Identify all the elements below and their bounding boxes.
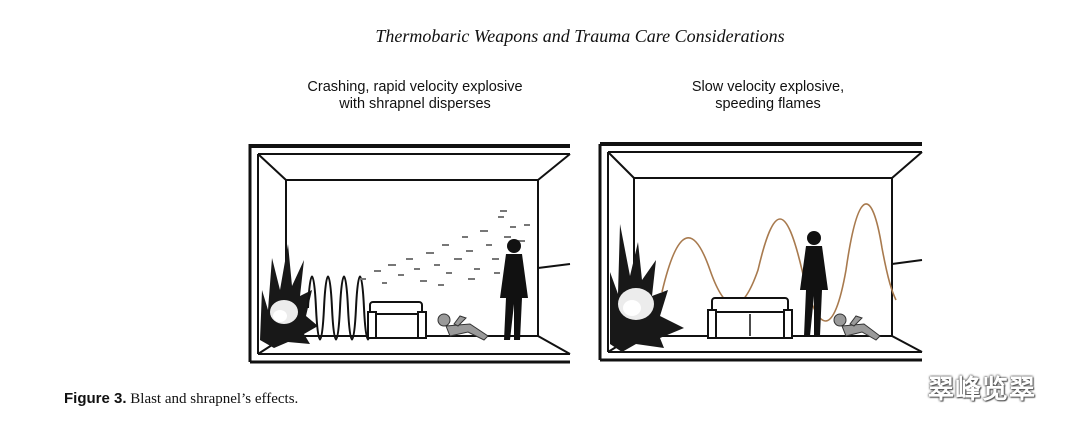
- panel-right-caption: Slow velocity explosive, speeding flames: [622, 79, 914, 113]
- explosion-burst: [610, 224, 684, 352]
- room-outline: [248, 144, 571, 364]
- explosion-burst: [260, 244, 318, 348]
- standing-person-silhouette: [800, 231, 828, 336]
- panel-right-caption-line1: Slow velocity explosive,: [691, 79, 845, 95]
- injured-person-lying: [437, 313, 489, 341]
- watermark: 翠峰览翠: [928, 375, 1037, 405]
- figure-caption: Figure 3. Blast and shrapnel’s effects.: [64, 390, 298, 408]
- injured-person-lying: [833, 313, 881, 341]
- flame-propagation-wave: [661, 203, 897, 322]
- figure-caption-text: Blast and shrapnel’s effects.: [126, 391, 299, 407]
- panel-left-caption-line1: Crashing, rapid velocity explosive: [307, 79, 523, 95]
- pressure-shock-wave: [307, 275, 373, 341]
- standing-person-silhouette: [500, 239, 528, 340]
- blast-room-illustration-right: [598, 142, 923, 362]
- sofa: [707, 297, 793, 339]
- sofa: [367, 301, 427, 339]
- panel-left-caption: Crashing, rapid velocity explosive with …: [262, 79, 568, 113]
- panel-left-caption-line2: with shrapnel disperses: [339, 96, 491, 112]
- room-outline: [598, 142, 923, 362]
- figure-label: Figure 3.: [64, 390, 127, 407]
- running-head: Thermobaric Weapons and Trauma Care Cons…: [375, 26, 785, 46]
- shrapnel-fragments: [360, 210, 530, 286]
- panel-right-caption-line2: speeding flames: [715, 96, 821, 112]
- blast-room-illustration-left: [248, 144, 571, 364]
